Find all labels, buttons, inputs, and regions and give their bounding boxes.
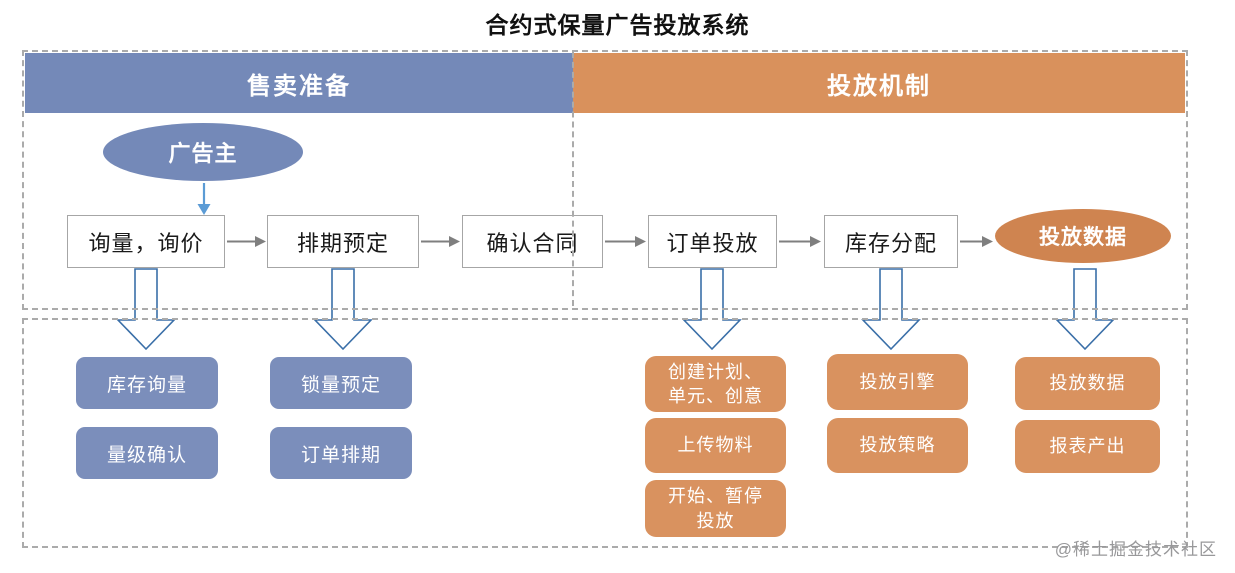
detail-delivery-engine: 投放引擎 — [827, 354, 968, 410]
header-sales-preparation: 售卖准备 — [25, 53, 573, 113]
detail-upload-material: 上传物料 — [645, 418, 786, 473]
flow-step-order-delivery: 订单投放 — [648, 215, 777, 268]
watermark-text: @稀土掘金技术社区 — [1054, 540, 1217, 559]
delivery-data-ellipse: 投放数据 — [995, 209, 1171, 263]
page-title: 合约式保量广告投放系统 — [485, 12, 750, 38]
flow-step-inventory-allocation: 库存分配 — [824, 215, 958, 268]
detail-delivery-strategy: 投放策略 — [827, 418, 968, 473]
connector-arrow-icon — [779, 236, 821, 247]
connector-arrow-icon — [421, 236, 460, 247]
detail-delivery-data: 投放数据 — [1015, 357, 1160, 410]
advertiser-ellipse: 广告主 — [103, 123, 303, 181]
flow-step-schedule-booking: 排期预定 — [267, 215, 419, 268]
header-delivery-mechanism: 投放机制 — [573, 53, 1185, 113]
block-down-arrow-icon — [682, 268, 742, 351]
block-down-arrow-icon — [1055, 268, 1115, 351]
detail-volume-confirmation: 量级确认 — [76, 427, 218, 479]
detail-report-output: 报表产出 — [1015, 420, 1160, 473]
detail-inventory-inquiry: 库存询量 — [76, 357, 218, 409]
block-down-arrow-icon — [313, 268, 373, 351]
detail-start-pause-delivery: 开始、暂停 投放 — [645, 480, 786, 537]
detail-order-scheduling: 订单排期 — [270, 427, 412, 479]
block-down-arrow-icon — [116, 268, 176, 351]
connector-arrow-icon — [605, 236, 646, 247]
actor-down-arrow-icon — [197, 183, 211, 215]
connector-arrow-icon — [227, 236, 266, 247]
flow-step-confirm-contract: 确认合同 — [462, 215, 603, 268]
detail-lock-quantity-booking: 锁量预定 — [270, 357, 412, 409]
detail-create-plan-unit-creative: 创建计划、 单元、创意 — [645, 356, 786, 412]
block-down-arrow-icon — [861, 268, 921, 351]
flow-step-inquiry: 询量，询价 — [67, 215, 225, 268]
connector-arrow-icon — [960, 236, 993, 247]
